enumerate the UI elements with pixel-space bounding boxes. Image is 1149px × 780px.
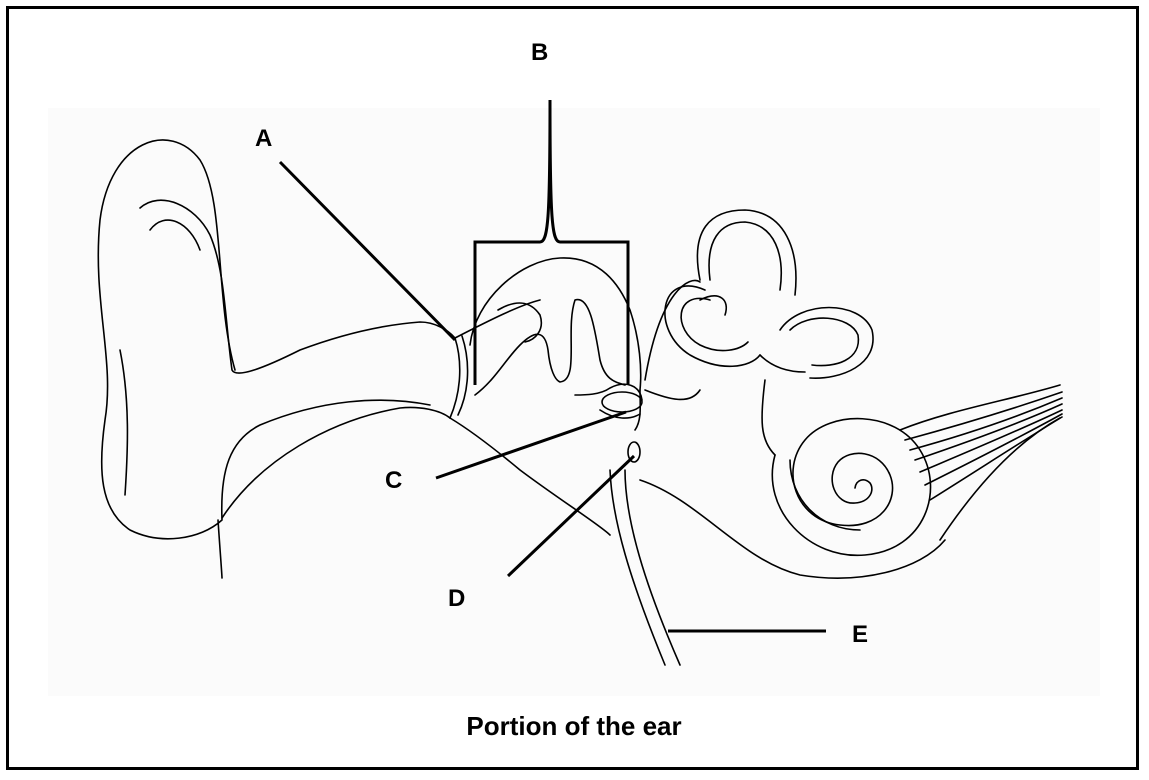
label-d: D [448, 585, 465, 612]
label-a: A [255, 125, 272, 152]
label-c: C [385, 467, 402, 494]
diagram-caption: Portion of the ear [466, 711, 681, 741]
label-e: E [852, 621, 868, 648]
background-panel [48, 108, 1100, 696]
label-b: B [531, 39, 548, 66]
